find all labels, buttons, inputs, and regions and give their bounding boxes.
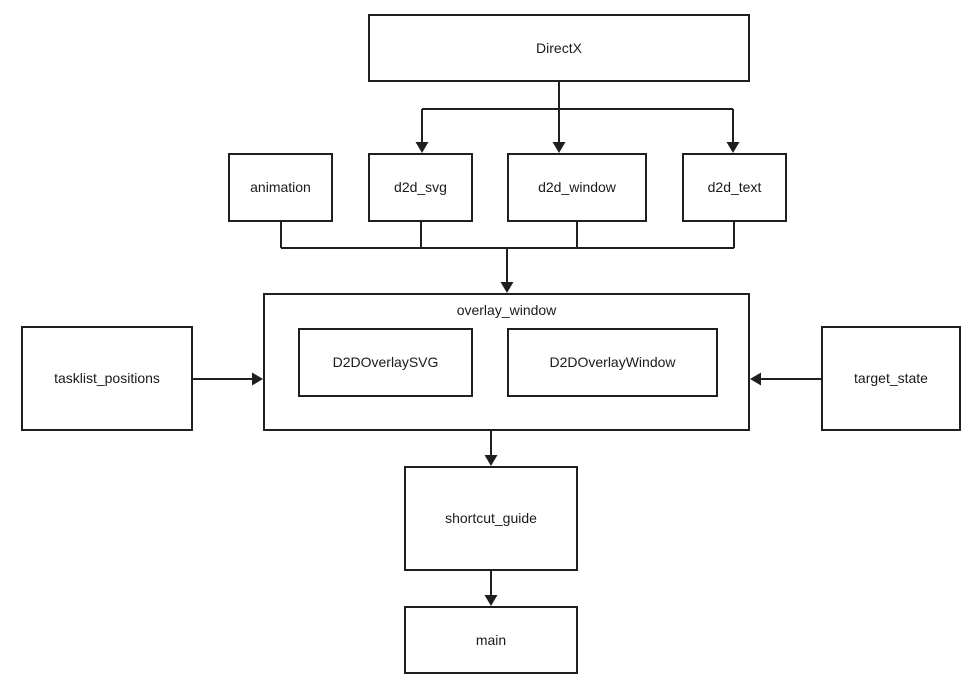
node-label: d2d_svg [394, 179, 447, 196]
node-label: shortcut_guide [445, 510, 537, 527]
edge-shortcut-guide-to-main [484, 571, 498, 606]
node-label: d2d_text [707, 179, 762, 196]
edge-tasklist-positions-to-overlay-window [193, 372, 263, 386]
arrowhead-down-icon [484, 595, 498, 606]
node-label: D2DOverlayWindow [549, 354, 676, 371]
arrowhead-down-icon [500, 282, 514, 293]
node-label: D2DOverlaySVG [332, 354, 439, 371]
arrowhead-down-icon [726, 142, 740, 153]
node-d2d-text: d2d_text [682, 153, 787, 222]
node-tasklist-positions: tasklist_positions [21, 326, 193, 431]
node-d2d-svg: d2d_svg [368, 153, 473, 222]
arrowhead-left-icon [750, 372, 761, 386]
node-label: DirectX [536, 39, 582, 56]
arrowhead-down-icon [552, 142, 566, 153]
node-label: target_state [854, 370, 928, 387]
arrowhead-down-icon [484, 455, 498, 466]
edge-target-state-to-overlay-window [750, 372, 821, 386]
node-main: main [404, 606, 578, 674]
node-label: overlay_window [456, 302, 557, 318]
node-label: animation [250, 179, 311, 196]
node-target-state: target_state [821, 326, 961, 431]
node-label: d2d_window [538, 179, 616, 196]
node-shortcut-guide: shortcut_guide [404, 466, 578, 571]
node-label: tasklist_positions [54, 370, 160, 387]
edge-directx-to-children [415, 82, 740, 153]
node-d2d-overlay-window: D2DOverlayWindow [507, 328, 718, 397]
arrowhead-down-icon [415, 142, 429, 153]
node-d2d-window: d2d_window [507, 153, 647, 222]
node-d2d-overlay-svg: D2DOverlaySVG [298, 328, 473, 397]
edge-modules-to-overlay-window [280, 222, 735, 293]
node-label: main [475, 631, 507, 648]
node-directx: DirectX [368, 14, 750, 82]
edge-overlay-window-to-shortcut-guide [484, 431, 498, 466]
node-animation: animation [228, 153, 333, 222]
arrowhead-right-icon [252, 372, 263, 386]
